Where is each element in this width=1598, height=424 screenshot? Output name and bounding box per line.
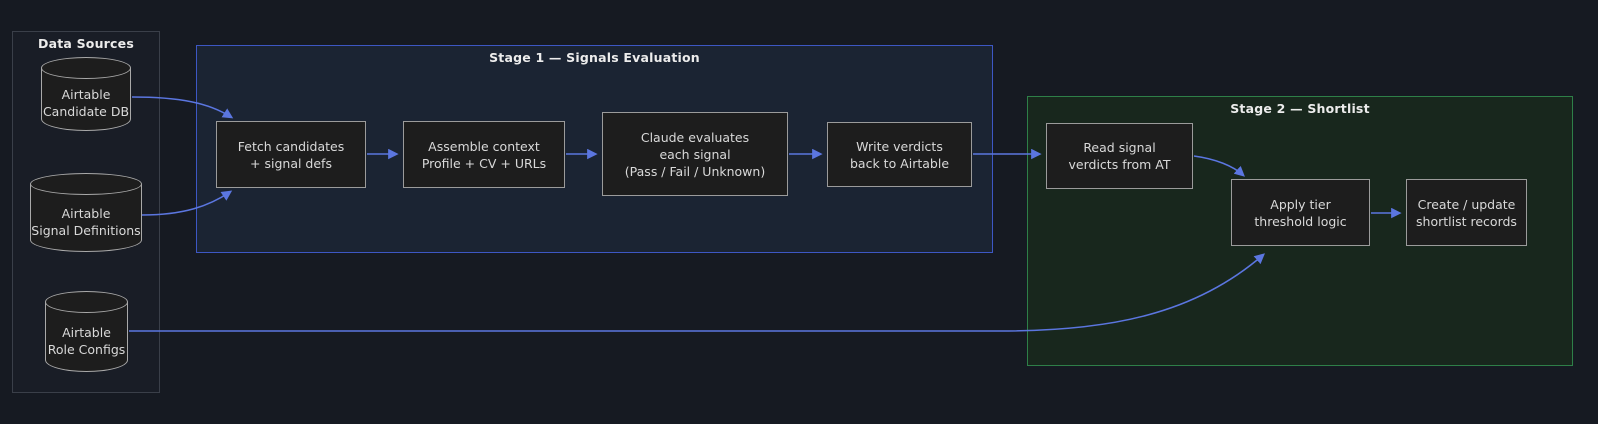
node-label-line: Create / update — [1417, 196, 1516, 212]
node-fetch-candidates: Fetch candidates + signal defs — [216, 121, 366, 188]
node-read-signal-verdicts: Read signal verdicts from AT — [1046, 123, 1193, 189]
cylinder-label-line: Airtable — [61, 87, 111, 102]
database-icon-top — [30, 173, 142, 195]
node-label-line: + signal defs — [250, 155, 332, 171]
data-sources-title: Data Sources — [38, 36, 134, 51]
cylinder-label: Airtable Candidate DB — [41, 57, 131, 131]
node-apply-tier-threshold: Apply tier threshold logic — [1231, 179, 1370, 246]
stage2-title: Stage 2 — Shortlist — [1230, 101, 1370, 116]
node-label-line: each signal — [659, 146, 731, 162]
cylinder-label-line: Airtable — [61, 205, 111, 221]
node-label-line: Apply tier — [1270, 196, 1331, 212]
node-label-line: Claude evaluates — [640, 129, 750, 145]
node-label-line: Profile + CV + URLs — [421, 155, 547, 171]
node-label-line: Assemble context — [428, 138, 540, 154]
cylinder-label-line: Role Configs — [47, 341, 126, 357]
cylinder-label: Airtable Signal Definitions — [30, 173, 142, 252]
node-claude-evaluates: Claude evaluates each signal (Pass / Fai… — [602, 112, 788, 196]
cylinder-airtable-candidate-db: Airtable Candidate DB — [41, 57, 131, 131]
node-label-line: shortlist records — [1416, 213, 1517, 229]
stage1-title: Stage 1 — Signals Evaluation — [489, 50, 700, 65]
database-icon — [30, 184, 142, 252]
database-icon — [45, 302, 128, 372]
cylinder-airtable-signal-definitions: Airtable Signal Definitions — [30, 173, 142, 252]
database-icon-top — [41, 57, 131, 79]
cylinder-label-line: Airtable — [62, 324, 111, 340]
node-label-line: Fetch candidates — [237, 138, 345, 154]
database-icon — [41, 68, 131, 131]
node-label-line: Write verdicts — [856, 138, 943, 154]
node-label-line: Read signal — [1083, 140, 1156, 155]
database-icon-top — [45, 291, 128, 313]
node-label-line: verdicts from AT — [1068, 157, 1171, 172]
node-label-line: threshold logic — [1254, 213, 1347, 229]
node-write-verdicts: Write verdicts back to Airtable — [827, 122, 972, 187]
cylinder-label-line: Candidate DB — [42, 104, 130, 119]
cylinder-label-line: Signal Definitions — [31, 222, 141, 238]
cylinder-label: Airtable Role Configs — [45, 291, 128, 372]
node-create-update-shortlist: Create / update shortlist records — [1406, 179, 1527, 246]
node-label-line: (Pass / Fail / Unknown) — [624, 163, 766, 179]
cylinder-airtable-role-configs: Airtable Role Configs — [45, 291, 128, 372]
node-label-line: back to Airtable — [849, 155, 950, 171]
node-assemble-context: Assemble context Profile + CV + URLs — [403, 121, 565, 188]
